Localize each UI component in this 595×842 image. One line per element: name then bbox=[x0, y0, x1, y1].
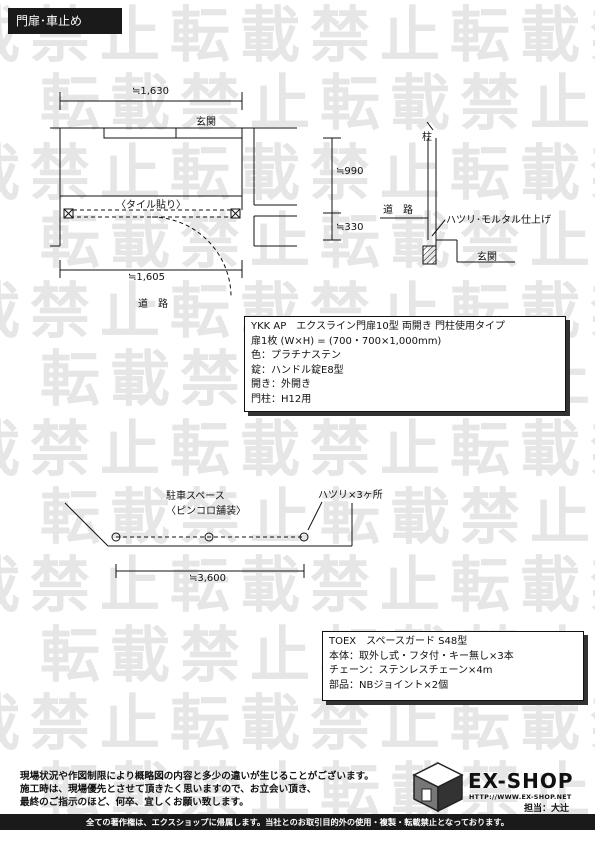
watermark-text: 転載禁止 bbox=[0, 277, 170, 347]
guard-spec-line1: TOEX スペースガード S48型 bbox=[329, 636, 468, 647]
ex-shop-logo-icon bbox=[412, 762, 464, 813]
watermark-text: 転載禁止 bbox=[170, 415, 450, 485]
notes: 現場状況や作図制限により概略図の内容と多少の違いが生じることがございます。 施工… bbox=[20, 770, 374, 809]
parking-space-label: 駐車スペース bbox=[166, 491, 225, 502]
bollard-2 bbox=[204, 532, 214, 542]
watermark-text: 転載禁止 bbox=[450, 1, 595, 71]
dim-depth-1: ≒990 bbox=[336, 166, 364, 177]
watermark-text: 転載禁止 bbox=[450, 415, 595, 485]
page-title: 門扉･車止め bbox=[8, 8, 122, 34]
dim-width-bottom: ≒1,605 bbox=[128, 272, 166, 283]
watermark-text: 転載禁止 bbox=[320, 483, 595, 553]
paving-label: 〈ピンコロ舗装〉 bbox=[166, 506, 246, 517]
finish-label: ハツリ･モルタル仕上げ bbox=[446, 215, 551, 226]
footer-copyright: 全ての著作権は、エクスショップに帰属します。当社とのお取引目的外の使用・複製・転… bbox=[0, 814, 595, 830]
watermark-text: 転載禁止 bbox=[40, 621, 320, 691]
staff-label: 担当：大辻 bbox=[524, 804, 570, 814]
bollard-3 bbox=[299, 532, 309, 542]
guard-spec-line4: 部品：NBジョイント×2個 bbox=[329, 679, 449, 691]
watermark-text: 転載禁止 bbox=[40, 207, 320, 277]
parking-view bbox=[64, 501, 353, 578]
hatsuri-label: ハツリ×3ヶ所 bbox=[318, 490, 383, 501]
brand-name: EX-SHOP bbox=[468, 769, 574, 793]
gate-spec-line5: 開き：外開き bbox=[251, 379, 311, 390]
dim-width-top: ≒1,630 bbox=[132, 86, 170, 97]
watermark-text: 転載禁止 bbox=[0, 689, 170, 759]
gate-spec-box: YKK AP エクスライン門扉10型 両開き 門柱使用タイプ 扉1枚 (W×H)… bbox=[244, 316, 566, 412]
watermark-text: 転載禁止 bbox=[0, 139, 170, 209]
guard-spec-line3: チェーン：ステンレスチェーン×4m bbox=[329, 665, 493, 676]
pillar-label: 柱 bbox=[422, 132, 432, 143]
bollard-1 bbox=[111, 532, 121, 542]
gate-spec-line3: 色：プラチナステン bbox=[251, 350, 341, 361]
notes-line3: 最終のご指示のほど、何卒、宜しくお願い致します。 bbox=[20, 797, 249, 808]
notes-line1: 現場状況や作図制限により概略図の内容と多少の違いが生じることがございます。 bbox=[20, 771, 374, 782]
watermark-text: 転載禁止 bbox=[0, 415, 170, 485]
guard-spec-box: TOEX スペースガード S48型 本体：取外し式・フタ付・キー無し×3本 チェ… bbox=[322, 631, 584, 701]
gate-spec-line6: 門柱：H12用 bbox=[251, 393, 312, 405]
watermark-text: 転載禁止 bbox=[320, 69, 595, 139]
guard-spec-line2: 本体：取外し式・フタ付・キー無し×3本 bbox=[329, 650, 514, 662]
watermark-text: 転載禁止 bbox=[450, 551, 595, 621]
watermark-text: 転載禁止 bbox=[450, 139, 595, 209]
section-entrance-label: 玄関 bbox=[477, 252, 497, 263]
section-road-label: 道 路 bbox=[383, 205, 413, 216]
tile-label: 〈タイル貼り〉 bbox=[116, 200, 186, 211]
plan-view bbox=[50, 92, 341, 299]
parking-dim-width: ≒3,600 bbox=[189, 573, 227, 584]
gate-spec-line2: 扉1枚 (W×H) = (700・700×1,000mm) bbox=[251, 335, 442, 347]
road-label: 道 路 bbox=[138, 299, 168, 310]
watermark-text: 転載禁止 bbox=[320, 207, 595, 277]
watermark-text: 転載禁止 bbox=[170, 1, 450, 71]
watermark-text: 転載禁止 bbox=[0, 551, 170, 621]
watermark-text: 転載禁止 bbox=[170, 139, 450, 209]
entrance-label: 玄関 bbox=[196, 117, 216, 128]
brand-url: HTTP://WWW.EX-SHOP.NET bbox=[469, 793, 572, 801]
watermark-text: 転載禁止 bbox=[170, 551, 450, 621]
watermark-text: 転載禁止 bbox=[40, 483, 320, 553]
gate-spec-line4: 錠：ハンドル錠E8型 bbox=[251, 364, 344, 376]
section-view bbox=[380, 121, 515, 265]
gate-spec-line1: YKK AP エクスライン門扉10型 両開き 門柱使用タイプ bbox=[251, 321, 506, 332]
dim-depth-2: ≒330 bbox=[336, 222, 364, 233]
notes-line2: 施工時は、現場優先とさせて頂きたく思いますので、お立会い頂き、 bbox=[20, 784, 317, 795]
watermark-text: 転載禁止 bbox=[40, 69, 320, 139]
